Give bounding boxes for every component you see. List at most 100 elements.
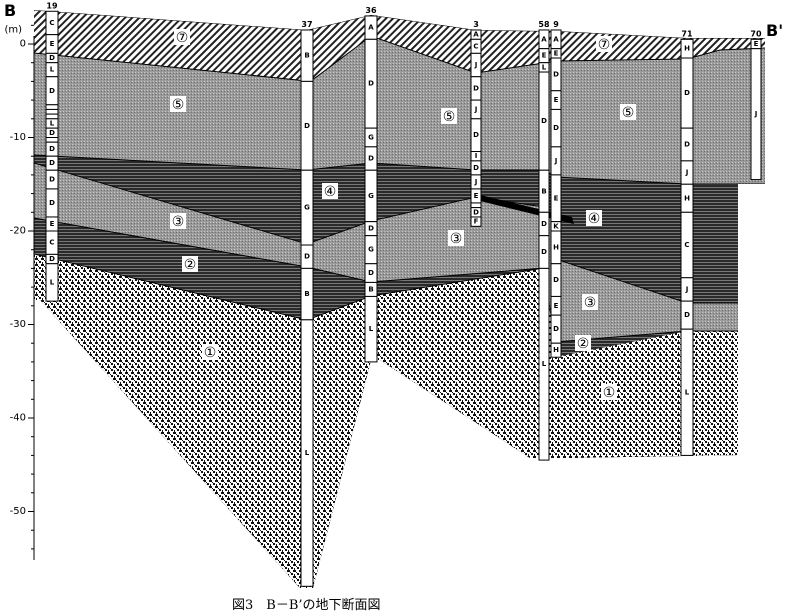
segment-soil-code: B <box>304 52 309 60</box>
segment-soil-code: B <box>368 285 373 293</box>
axis-tick-label: -10 <box>10 132 26 143</box>
segment-soil-code: B <box>541 187 546 195</box>
segment-soil-code: A <box>368 24 374 32</box>
unit-label-box <box>601 384 617 400</box>
unit-5-label: ⑤ <box>443 109 456 125</box>
segment-soil-code: D <box>368 225 374 233</box>
unit-1-label: ① <box>204 345 217 361</box>
borehole-segment <box>538 267 550 461</box>
borehole-segment <box>750 48 762 181</box>
borehole-segment <box>470 216 482 227</box>
figure-caption: 図3 B－B’の地下断面図 <box>232 598 381 613</box>
section-start-label: B <box>4 1 16 20</box>
segment-soil-code: A <box>473 31 479 39</box>
segment-soil-code: L <box>542 63 547 71</box>
borehole-number: 37 <box>301 20 312 29</box>
section-end-label: B' <box>766 21 783 40</box>
unit-label-box <box>322 183 338 199</box>
segment-soil-code: D <box>553 276 559 284</box>
segment-soil-code: D <box>553 325 559 333</box>
strata <box>34 10 765 588</box>
segment-soil-code: D <box>49 159 55 167</box>
axis-tick-label: -50 <box>10 506 26 517</box>
unit-2-label: ② <box>184 257 197 273</box>
segment-soil-code: L <box>50 66 55 74</box>
segment-soil-code: E <box>474 192 479 200</box>
unit-7-layer <box>34 10 765 81</box>
unit-3-label: ③ <box>450 231 463 247</box>
unit-7-label: ⑦ <box>598 37 611 53</box>
segment-soil-code: D <box>541 117 547 125</box>
segment-soil-code: E <box>50 40 55 48</box>
segment-soil-code: G <box>368 134 374 142</box>
depth-axis: 0-10-20-30-40-50 <box>10 24 35 560</box>
segment-soil-code: G <box>304 204 310 212</box>
segment-soil-code: J <box>474 61 478 69</box>
borehole-segment <box>45 108 59 115</box>
segment-soil-code: D <box>304 253 310 261</box>
segment-soil-code: D <box>49 255 55 263</box>
segment-soil-code: E <box>754 40 759 48</box>
unit-5-label: ⑤ <box>172 97 185 113</box>
segment-soil-code: D <box>473 84 479 92</box>
segment-soil-code: C <box>49 19 54 27</box>
borehole-segment <box>550 342 562 358</box>
borehole-segment <box>45 104 59 110</box>
segment-soil-code: B <box>304 290 309 298</box>
segment-soil-code: H <box>553 346 559 354</box>
segment-soil-code: D <box>541 220 547 228</box>
segment-soil-code: D <box>49 54 55 62</box>
unit-label-box <box>586 210 602 226</box>
borehole-segment <box>364 295 378 363</box>
segment-soil-code: D <box>368 80 374 88</box>
axis-tick-label: -20 <box>10 226 26 237</box>
unit-label-box <box>202 344 218 360</box>
segment-soil-code: A <box>541 35 547 43</box>
segment-soil-code: E <box>554 194 559 202</box>
unit-label-box <box>174 29 190 45</box>
borehole-number: 70 <box>750 29 762 38</box>
unit-2-label: ② <box>577 336 590 352</box>
segment-soil-code: J <box>685 285 689 293</box>
unit-label-box <box>582 294 598 310</box>
borehole-segment <box>45 113 59 120</box>
segment-soil-code: D <box>368 155 374 163</box>
segment-soil-code: K <box>553 222 559 230</box>
segment-soil-code: D <box>49 199 55 207</box>
boreholes: 19CEDLDLDDDDDECDL37BDGDBL36ADGDGDGDBL3AC… <box>45 1 762 587</box>
segment-soil-code: H <box>553 243 559 251</box>
segment-soil-code: E <box>554 49 559 57</box>
segment-soil-code: J <box>474 105 478 113</box>
unit-1-label: ① <box>603 385 616 401</box>
segment-soil-code: D <box>684 311 690 319</box>
segment-soil-code: L <box>685 388 690 396</box>
segment-soil-code: J <box>754 110 758 118</box>
borehole-number: 71 <box>681 29 693 38</box>
segment-soil-code: J <box>474 178 478 186</box>
axis-tick-label: -40 <box>10 413 26 424</box>
unit-label-box <box>441 108 457 124</box>
segment-soil-code: D <box>473 131 479 139</box>
unit-5-label: ⑤ <box>622 105 635 121</box>
segment-soil-code: E <box>50 220 55 228</box>
segment-soil-code: D <box>49 145 55 153</box>
unit-4-label: ④ <box>324 184 337 200</box>
unit-label-box <box>182 256 198 272</box>
segment-soil-code: F <box>474 218 479 226</box>
segment-soil-code: D <box>684 141 690 149</box>
unit-label-box <box>448 230 464 246</box>
segment-soil-code: D <box>49 176 55 184</box>
borehole-segment <box>300 319 314 587</box>
borehole-number: 9 <box>553 20 559 29</box>
borehole-segment <box>470 202 482 209</box>
unit-label-box <box>170 213 186 229</box>
unit-label-box <box>170 96 186 112</box>
